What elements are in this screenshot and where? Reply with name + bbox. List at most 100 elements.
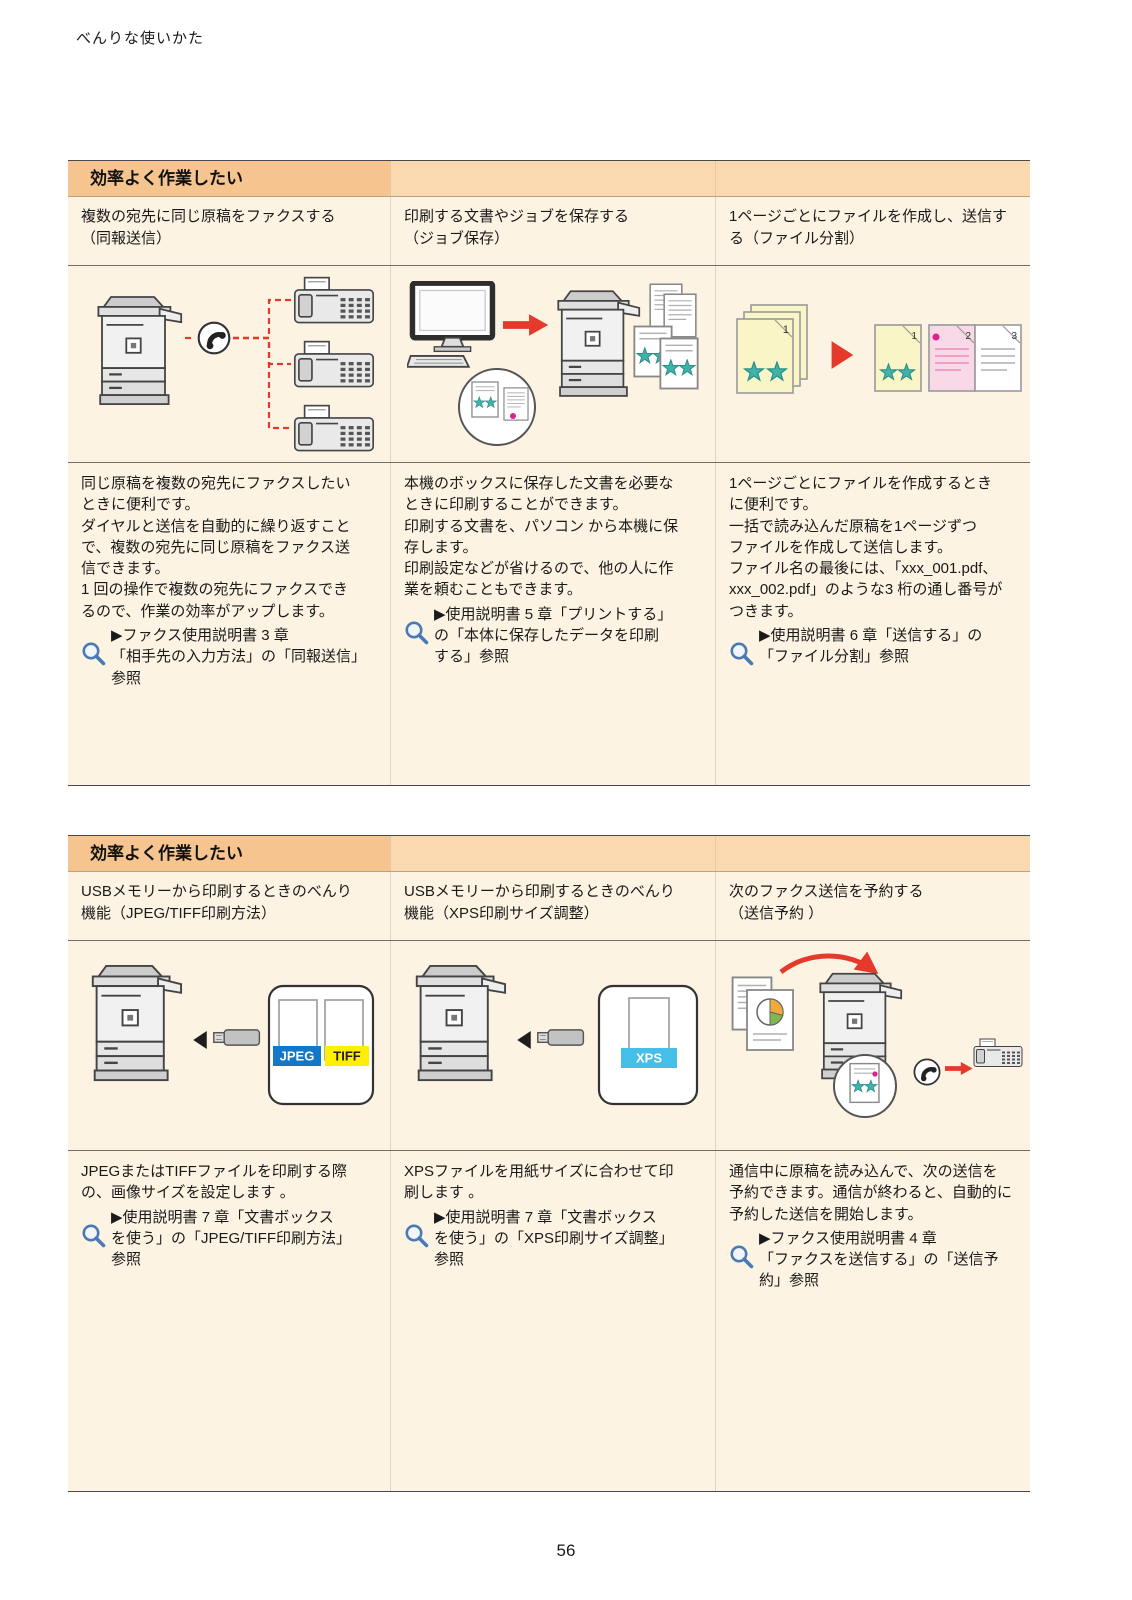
page-header: べんりな使いかた — [76, 30, 205, 47]
reference-text: ▶ファクス使用説明書 4 章 「ファクスを送信する」の「送信予 約」参照 — [759, 1229, 999, 1290]
page-number-label: 3 — [1011, 331, 1017, 342]
document-icon — [503, 387, 529, 421]
jpeg-label: JPEG — [280, 1048, 315, 1063]
tiff-label: TIFF — [333, 1048, 360, 1063]
reference-text: ▶使用説明書 7 章「文書ボックス を使う」の「XPS印刷サイズ調整」 参照 — [434, 1208, 674, 1269]
reference-note: ▶使用説明書 5 章「プリントする」 の「本体に保存したデータを印刷 する」参照 — [404, 604, 702, 668]
reference-text: ▶使用説明書 7 章「文書ボックス を使う」の「JPEG/TIFF印刷方法」 参… — [111, 1208, 352, 1269]
section-title-bar-spacer — [390, 161, 715, 196]
reference-note: ▶使用説明書 6 章「送信する」の 「ファイル分割」参照 — [729, 625, 1017, 673]
column-heading-job-save: 印刷する文書やジョブを保存する （ジョブ保存） — [390, 197, 715, 265]
column-body: XPSファイルを用紙サイズに合わせて印 刷します 。 — [404, 1163, 674, 1202]
magnifier-icon — [404, 1207, 434, 1271]
column-body: 同じ原稿を複数の宛先にファクスしたい ときに便利です。 ダイヤルと送信を自動的に… — [81, 475, 351, 620]
split-page-1: 1 — [874, 324, 922, 392]
description-cell: 1ページごとにファイルを作成するとき に便利です。 一括で読み込んだ原稿を1ペー… — [715, 463, 1030, 785]
pink-dot — [872, 1070, 878, 1077]
copier-icon — [91, 964, 183, 1081]
pink-dot — [932, 333, 940, 341]
xps-label-badge — [621, 1047, 677, 1068]
reference-text: ▶使用説明書 6 章「送信する」の 「ファイル分割」参照 — [759, 627, 983, 666]
column-body: 通信中に原稿を読み込んで、次の送信を 予約できます。通信が終わると、自動的に 予… — [729, 1163, 1012, 1223]
red-triangle-icon — [831, 341, 854, 369]
source-page-number: 1 — [783, 324, 789, 336]
section-title-bar-spacer — [715, 161, 1030, 196]
magnifier-icon — [81, 1207, 111, 1271]
tiff-label-badge — [325, 1045, 369, 1066]
description-cell: XPSファイルを用紙サイズに合わせて印 刷します 。 ▶使用説明書 7 章「文書… — [390, 1151, 715, 1491]
split-page-2: 2 — [928, 324, 976, 392]
reference-text: ▶ファクス使用説明書 3 章 「相手先の入力方法」の「同報送信」 参照 — [111, 627, 367, 687]
illustration-cell — [390, 266, 715, 462]
usb-memory-icon — [213, 1028, 261, 1046]
fax-machine-icon — [293, 340, 375, 388]
illustration-cell — [715, 941, 1030, 1150]
document-stars-icon — [850, 1063, 879, 1102]
phone-icon — [914, 1059, 939, 1084]
job-save-illustration — [403, 269, 703, 446]
section-title-bar-spacer — [715, 836, 1030, 871]
section-work-efficiently-1: 効率よく作業したい 複数の宛先に同じ原稿をファクスする （同報送信） 印刷する文… — [68, 160, 1030, 786]
column-body: 本機のボックスに保存した文書を必要な ときに印刷することができます。 印刷する文… — [404, 475, 679, 599]
jpeg-label-badge — [273, 1045, 321, 1066]
red-arrow-icon — [945, 1061, 973, 1075]
usb-memory-icon — [537, 1028, 585, 1046]
description-cell: 同じ原稿を複数の宛先にファクスしたい ときに便利です。 ダイヤルと送信を自動的に… — [68, 463, 390, 785]
description-cell: JPEGまたはTIFFファイルを印刷する際 の、画像サイズを設定します 。 ▶使… — [68, 1151, 390, 1491]
section-title-bar: 効率よく作業したい — [68, 161, 1030, 197]
section-title: 効率よく作業したい — [68, 836, 390, 871]
split-page-3: 3 — [974, 324, 1022, 392]
section-title-bar: 効率よく作業したい — [68, 836, 1030, 872]
illustration-cell: JPEG TIFF — [68, 941, 390, 1150]
fax-machine-icon — [293, 276, 375, 324]
section-work-efficiently-2: 効率よく作業したい USBメモリーから印刷するときのべんり 機能（JPEG/TI… — [68, 835, 1030, 1492]
page-number-label: 2 — [965, 331, 971, 342]
copier-icon — [415, 964, 507, 1081]
black-triangle-icon — [193, 1030, 207, 1049]
magnifier-icon — [81, 625, 111, 689]
document-stars-icon — [660, 339, 697, 389]
magnifier-icon — [404, 604, 434, 668]
column-heading-usb-jpeg-tiff: USBメモリーから印刷するときのべんり 機能（JPEG/TIFF印刷方法） — [81, 883, 352, 922]
source-document-stack: 1 — [736, 304, 808, 394]
xps-label: XPS — [636, 1050, 662, 1065]
fax-broadcast-illustration — [97, 276, 375, 452]
description-cell: 通信中に原稿を読み込んで、次の送信を 予約できます。通信が終わると、自動的に 予… — [715, 1151, 1030, 1491]
description-cell: 本機のボックスに保存した文書を必要な ときに印刷することができます。 印刷する文… — [390, 463, 715, 785]
send-reservation-illustration — [731, 951, 1023, 1118]
black-triangle-icon — [517, 1030, 531, 1049]
magnifier-icon — [729, 625, 759, 673]
usb-jpeg-tiff-illustration: JPEG TIFF — [91, 964, 375, 1105]
file-split-illustration: 1 1 2 — [736, 304, 1022, 394]
column-heading-file-split: 1ページごとにファイルを作成し、送信す る（ファイル分割） — [715, 197, 1030, 265]
section-title: 効率よく作業したい — [68, 161, 390, 196]
page-number-label: 1 — [911, 331, 917, 342]
computer-icon — [407, 283, 492, 367]
reference-note: ▶使用説明書 7 章「文書ボックス を使う」の「XPS印刷サイズ調整」 参照 — [404, 1207, 702, 1271]
column-heading-send-reservation: 次のファクス送信を予約する （送信予約 ） — [715, 872, 1030, 940]
red-curved-arrow — [779, 951, 879, 974]
section-title-bar-spacer — [390, 836, 715, 871]
copier-icon — [557, 290, 641, 398]
reference-note: ▶使用説明書 7 章「文書ボックス を使う」の「JPEG/TIFF印刷方法」 参… — [81, 1207, 377, 1271]
magnifier-icon — [729, 1228, 759, 1292]
dashed-fax-lines — [185, 298, 291, 430]
illustration-cell — [68, 266, 390, 462]
copier-icon — [97, 295, 183, 406]
reference-text: ▶使用説明書 5 章「プリントする」 の「本体に保存したデータを印刷 する」参照 — [434, 605, 673, 666]
column-heading-usb-xps: USBメモリーから印刷するときのべんり 機能（XPS印刷サイズ調整） — [390, 872, 715, 940]
fax-machine-icon — [293, 404, 375, 452]
reference-note: ▶ファクス使用説明書 3 章 「相手先の入力方法」の「同報送信」 参照 — [81, 625, 377, 689]
pink-dot — [510, 413, 516, 419]
phone-icon — [199, 323, 230, 354]
illustration-cell: 1 1 2 — [715, 266, 1030, 462]
column-heading-fax-broadcast: 複数の宛先に同じ原稿をファクスする （同報送信） — [81, 208, 336, 247]
illustration-cell: XPS — [390, 941, 715, 1150]
page-number: 56 — [556, 1541, 576, 1560]
column-body: JPEGまたはTIFFファイルを印刷する際 の、画像サイズを設定します 。 — [81, 1163, 347, 1202]
reference-note: ▶ファクス使用説明書 4 章 「ファクスを送信する」の「送信予 約」参照 — [729, 1228, 1017, 1292]
usb-xps-illustration: XPS — [415, 964, 699, 1105]
red-arrow-icon — [503, 314, 549, 336]
document-stars-icon — [472, 382, 498, 417]
column-body: 1ページごとにファイルを作成するとき に便利です。 一括で読み込んだ原稿を1ペー… — [729, 475, 1003, 620]
